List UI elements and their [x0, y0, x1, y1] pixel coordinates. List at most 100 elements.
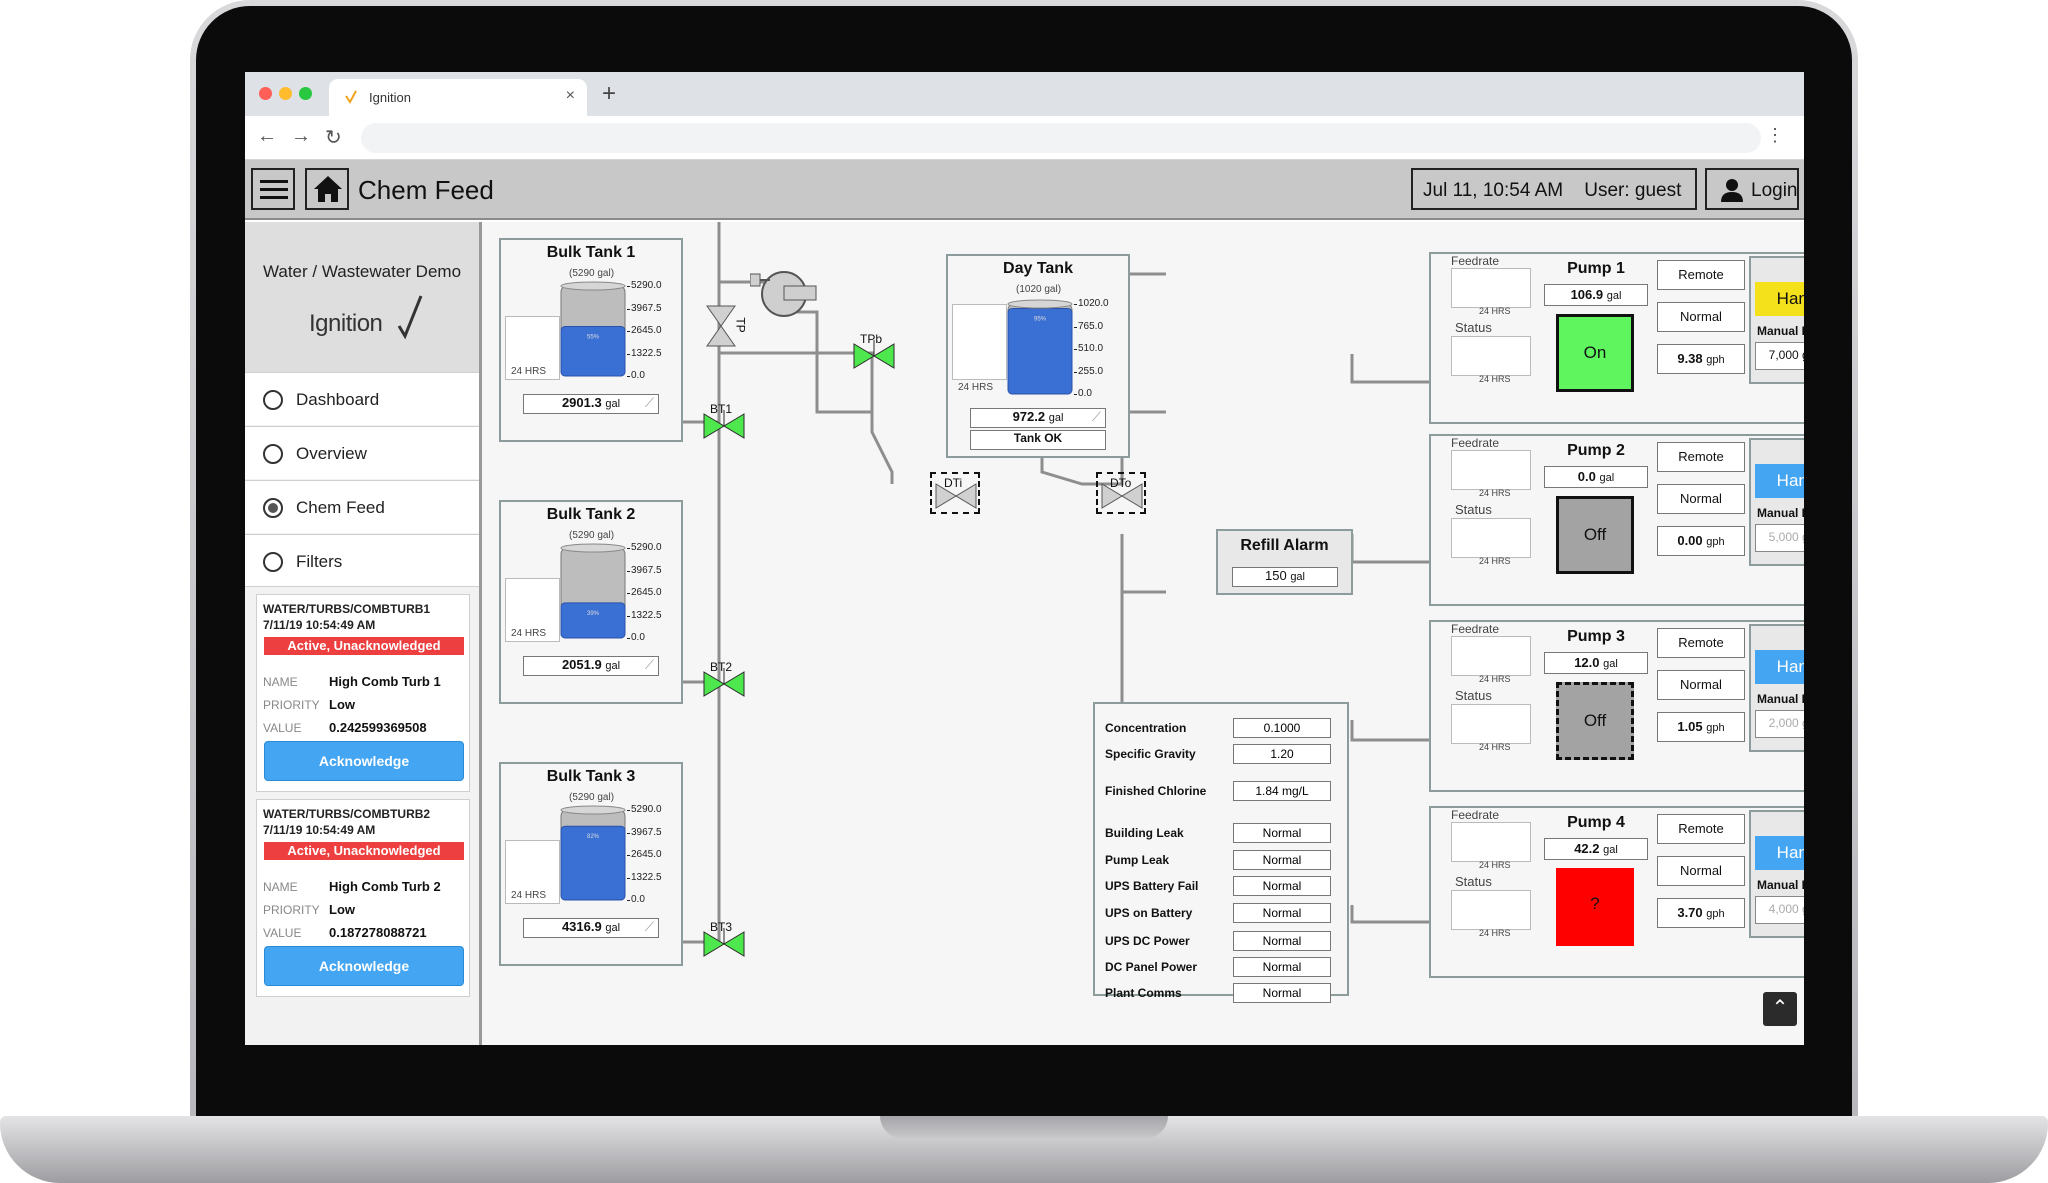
tank-level-value: 972.2: [1012, 409, 1046, 424]
condition-label: Pump Leak: [1105, 853, 1170, 867]
bulk-tank-title: Bulk Tank 1: [546, 244, 636, 261]
status-trend[interactable]: [1451, 518, 1531, 558]
condition-label: Plant Comms: [1105, 986, 1182, 1000]
flow-unit: gpm: [1802, 530, 1804, 544]
trend-icon[interactable]: ⟋: [1091, 409, 1101, 424]
trend-hours: 24 HRS: [958, 382, 994, 393]
zoom-window-icon[interactable]: [299, 87, 312, 100]
browser-menu-icon[interactable]: ⋮: [1766, 125, 1784, 145]
alarm-priority-key: PRIORITY: [263, 698, 320, 712]
new-tab-icon[interactable]: +: [602, 80, 617, 107]
pump-state-indicator[interactable]: Off: [1556, 496, 1634, 574]
hand-mode-button[interactable]: Hand: [1755, 464, 1804, 498]
browser-tab[interactable]: Ignition ×: [329, 79, 587, 116]
tank-level-value: 2901.3: [561, 395, 602, 410]
scroll-top-button[interactable]: ⌃: [1763, 992, 1797, 1026]
back-icon[interactable]: ←: [257, 125, 277, 147]
status-trend[interactable]: [1451, 336, 1531, 376]
status-trend[interactable]: [1451, 890, 1531, 930]
acknowledge-button[interactable]: Acknowledge: [264, 741, 464, 781]
pump-icon: [749, 271, 817, 317]
radio-dashboard[interactable]: [263, 390, 283, 410]
hand-mode-button[interactable]: Hand: [1755, 836, 1804, 870]
feedrate-trend[interactable]: [1451, 268, 1531, 308]
login-button[interactable]: Login: [1705, 168, 1799, 210]
tank-level-graphic: 39%: [560, 543, 626, 639]
scale-tick-label: 510.0: [1078, 343, 1104, 354]
feedrate-trend[interactable]: [1451, 450, 1531, 490]
alarm-time: 7/11/19 10:54:49 AM: [263, 618, 376, 632]
valve-bt3[interactable]: BT3: [702, 920, 746, 962]
tank-fill: [560, 602, 626, 639]
valve-bt1[interactable]: BT1: [702, 402, 746, 444]
refill-setpoint[interactable]: 150 gal: [1232, 567, 1338, 587]
radio-chem-feed[interactable]: [263, 498, 283, 518]
acknowledge-button[interactable]: Acknowledge: [264, 946, 464, 986]
trend-sparkline[interactable]: [505, 316, 560, 380]
alarm-priority-key: PRIORITY: [263, 903, 320, 917]
valve-tpb[interactable]: TPb: [852, 332, 896, 374]
pump-total-unit: gal: [1606, 290, 1622, 302]
manual-flow-input[interactable]: 2,000 gpm: [1755, 710, 1804, 738]
forward-icon[interactable]: →: [291, 125, 311, 147]
datetime-user-text: Jul 11, 10:54 AM User: guest: [1423, 180, 1682, 201]
pump-total-unit: gal: [1603, 658, 1618, 670]
trend-icon[interactable]: ⟋: [644, 395, 654, 410]
trend-icon[interactable]: ⟋: [644, 657, 654, 672]
menu-button[interactable]: [251, 168, 295, 210]
pump-state-indicator[interactable]: ?: [1556, 868, 1634, 946]
bulk-tank-capacity: (5290 gal): [569, 792, 615, 803]
condition-row: Building Leak Normal: [1105, 823, 1331, 843]
pump-rate: 9.38 gph: [1657, 344, 1745, 374]
scale-tick: [627, 615, 630, 617]
alarm-path: WATER/TURBS/COMBTURB1: [263, 602, 431, 616]
manual-flow-input[interactable]: 7,000 gpm: [1755, 342, 1804, 370]
feedrate-trend[interactable]: [1451, 822, 1531, 862]
radio-filters[interactable]: [263, 552, 283, 572]
sidebar-item-overview[interactable]: Overview: [245, 426, 479, 479]
hand-mode-button[interactable]: Hand: [1755, 650, 1804, 684]
alarm-time: 7/11/19 10:54:49 AM: [263, 823, 376, 837]
trend-sparkline[interactable]: [505, 840, 560, 904]
bulk-tank-2-panel: Bulk Tank 2 (5290 gal) 24 HRS 39% 5290.0…: [499, 500, 683, 704]
pump-total-value: 0.0: [1577, 469, 1596, 484]
trend-sparkline[interactable]: [952, 304, 1007, 380]
transfer-pump[interactable]: [749, 268, 820, 322]
valve-dto[interactable]: DTo: [1096, 472, 1146, 514]
scale-tick-label: 2645.0: [631, 849, 662, 860]
valve-bt2[interactable]: BT2: [702, 660, 746, 702]
radio-overview[interactable]: [263, 444, 283, 464]
home-button[interactable]: [305, 168, 349, 210]
tab-close-icon[interactable]: ×: [565, 87, 575, 104]
sidebar-item-chem-feed[interactable]: Chem Feed: [245, 480, 479, 533]
manual-flow-input[interactable]: 5,000 gpm: [1755, 524, 1804, 552]
sidebar-item-dashboard[interactable]: Dashboard: [245, 372, 479, 425]
sidebar-item-filters[interactable]: Filters: [245, 534, 479, 587]
valve-tp[interactable]: TP: [704, 302, 748, 352]
tank-fill: [560, 326, 626, 377]
manual-flow-input[interactable]: 4,000 gpm: [1755, 896, 1804, 924]
bulk-tank-capacity: (5290 gal): [569, 268, 615, 279]
trend-icon[interactable]: ⟋: [644, 919, 654, 934]
address-bar[interactable]: [361, 123, 1761, 153]
feedrate-trend[interactable]: [1451, 636, 1531, 676]
tank-level-unit: gal: [605, 660, 621, 672]
close-window-icon[interactable]: [259, 87, 272, 100]
feedrate-label: Feedrate: [1451, 436, 1500, 450]
valve-dti[interactable]: DTi: [930, 472, 980, 514]
status-trend[interactable]: [1451, 704, 1531, 744]
flow-unit: gpm: [1802, 716, 1804, 730]
pump-state-indicator[interactable]: Off: [1556, 682, 1634, 760]
reload-icon[interactable]: ↻: [325, 127, 342, 149]
trend-sparkline[interactable]: [505, 578, 560, 642]
pump-state-indicator[interactable]: On: [1556, 314, 1634, 392]
refill-unit: gal: [1290, 571, 1305, 583]
tab-title: Ignition: [369, 90, 411, 105]
feedrate-label: Feedrate: [1451, 622, 1500, 636]
hand-mode-button[interactable]: Hand: [1755, 282, 1804, 316]
pump-rate: 3.70 gph: [1657, 898, 1745, 928]
browser-tab-bar: Ignition × +: [245, 72, 1804, 116]
scale-tick: [627, 900, 630, 901]
minimize-window-icon[interactable]: [279, 87, 292, 100]
